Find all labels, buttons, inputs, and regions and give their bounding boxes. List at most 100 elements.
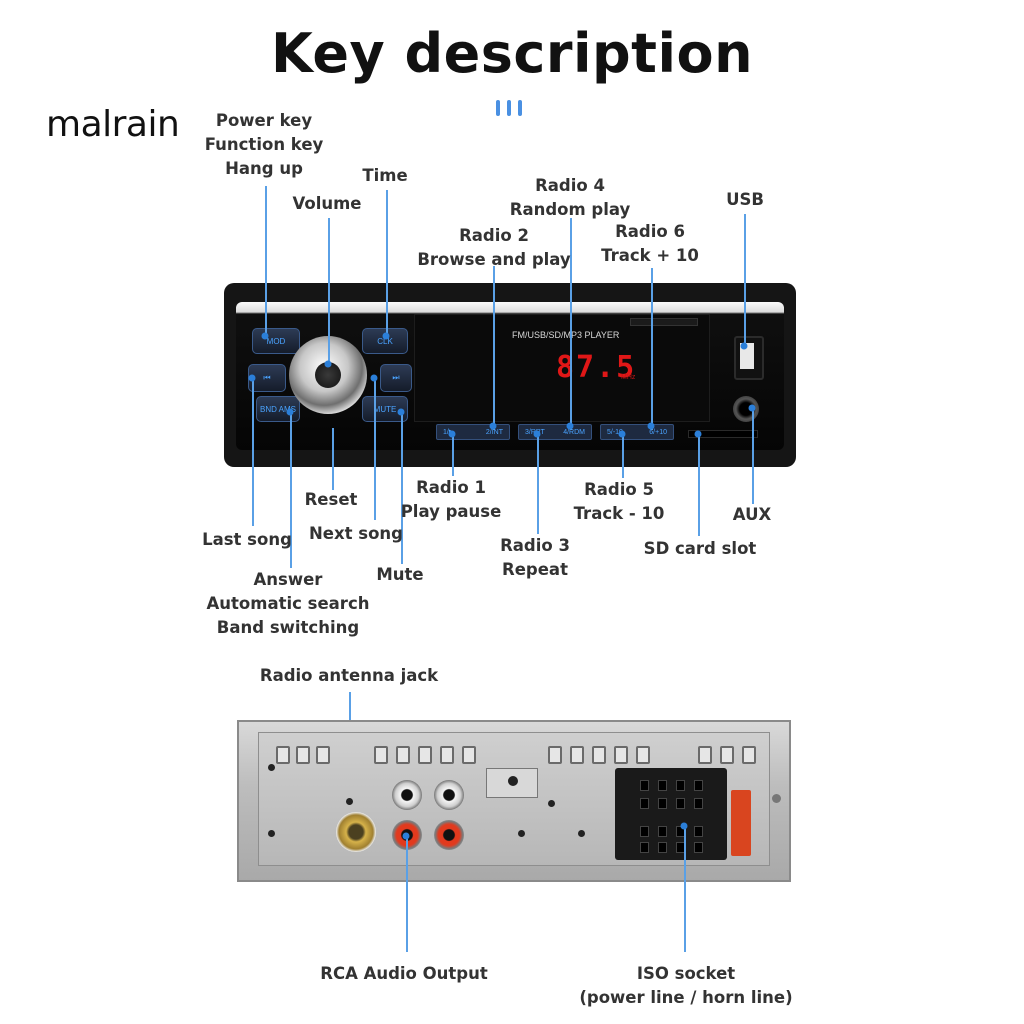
vent <box>548 746 562 764</box>
marker-time <box>382 332 390 340</box>
usb-port-contact <box>740 343 754 369</box>
iso-pin <box>694 780 703 791</box>
marker-rca <box>402 832 410 840</box>
marker-power <box>261 332 269 340</box>
marker-radio2 <box>489 422 497 430</box>
rca-left-white[interactable] <box>392 780 422 810</box>
vent <box>276 746 290 764</box>
leader-radio6 <box>651 268 653 430</box>
leader-radio2 <box>493 266 495 430</box>
leader-answer <box>290 412 292 568</box>
label-answer: Answer Automatic search Band switching <box>206 570 370 637</box>
power-mode-button[interactable]: MOD <box>252 328 300 354</box>
iso-pin <box>640 780 649 791</box>
leader-radio4 <box>570 218 572 430</box>
marker-sd-card <box>694 430 702 438</box>
leader-mute <box>401 412 403 564</box>
decorative-dots <box>496 100 522 116</box>
label-antenna-jack: Radio antenna jack <box>259 666 439 685</box>
marker-radio5 <box>618 430 626 438</box>
marker-last-song <box>248 374 256 382</box>
leader-volume <box>328 218 330 364</box>
marker-radio6 <box>647 422 655 430</box>
prev-track-button[interactable]: ⏮ <box>248 364 286 392</box>
preset-5-6-button[interactable]: 5/-10 6/+10 <box>600 424 674 440</box>
marker-aux <box>748 404 756 412</box>
label-volume: Volume <box>292 194 362 213</box>
vent <box>698 746 712 764</box>
band-ams-button[interactable]: BND AMS <box>256 396 300 422</box>
mount-hole <box>548 800 555 807</box>
leader-radio1 <box>452 432 454 476</box>
ground-screw <box>508 776 518 786</box>
leader-power <box>265 186 267 336</box>
clock-button[interactable]: CLK <box>362 328 408 354</box>
fuse <box>731 790 751 856</box>
vent <box>440 746 454 764</box>
iso-pin <box>640 826 649 837</box>
marker-usb <box>740 342 748 350</box>
label-power-key: Power key Function key Hang up <box>204 111 324 178</box>
marker-mute <box>397 408 405 416</box>
preset-2-label: 2/INT <box>485 428 503 436</box>
leader-time <box>386 190 388 336</box>
iso-pin <box>640 798 649 809</box>
preset-4-label: 4/RDM <box>563 428 585 436</box>
vent <box>614 746 628 764</box>
next-track-button[interactable]: ⏭ <box>380 364 412 392</box>
vent <box>592 746 606 764</box>
label-radio6: Radio 6 Track + 10 <box>601 222 699 265</box>
leader-radio3 <box>537 432 539 534</box>
iso-pin <box>658 798 667 809</box>
vent <box>396 746 410 764</box>
leader-next-song <box>374 378 376 520</box>
rca-right-white[interactable] <box>434 780 464 810</box>
rca-right-red[interactable] <box>434 820 464 850</box>
iso-pin <box>694 826 703 837</box>
sd-card-slot[interactable] <box>688 430 758 438</box>
label-time: Time <box>362 166 408 185</box>
vent <box>462 746 476 764</box>
vent <box>296 746 310 764</box>
frequency-readout: 87.5 <box>556 350 637 385</box>
mount-hole <box>578 830 585 837</box>
iso-pin <box>658 826 667 837</box>
iso-pin <box>676 780 685 791</box>
label-sd-card-slot: SD card slot <box>643 539 757 558</box>
vent <box>418 746 432 764</box>
label-radio5: Radio 5 Track - 10 <box>573 480 665 523</box>
marker-answer <box>286 408 294 416</box>
iso-socket[interactable] <box>615 768 727 860</box>
side-screw <box>772 794 781 803</box>
vent <box>374 746 388 764</box>
iso-pin <box>658 842 667 853</box>
marker-next-song <box>370 374 378 382</box>
marker-iso <box>680 822 688 830</box>
leader-reset <box>332 428 334 490</box>
label-usb: USB <box>726 190 764 209</box>
label-iso-socket: ISO socket (power line / horn line) <box>579 964 793 1007</box>
label-radio4: Radio 4 Random play <box>509 176 631 219</box>
label-rca-output: RCA Audio Output <box>320 964 488 983</box>
lcd-display <box>414 314 710 422</box>
vent <box>570 746 584 764</box>
leader-usb <box>744 214 746 346</box>
radio-antenna-jack[interactable] <box>336 812 376 852</box>
label-radio2: Radio 2 Browse and play <box>417 226 571 269</box>
preset-1-2-button[interactable]: 1/▶ 2/INT <box>436 424 510 440</box>
leader-rca <box>406 836 408 952</box>
iso-pin <box>694 842 703 853</box>
preset-3-4-button[interactable]: 3/RPT 4/RDM <box>518 424 592 440</box>
preset-5-label: 5/-10 <box>607 428 623 436</box>
mount-hole <box>268 764 275 771</box>
vent <box>636 746 650 764</box>
label-mute: Mute <box>376 565 424 584</box>
iso-pin <box>658 780 667 791</box>
leader-last-song <box>252 378 254 526</box>
label-aux: AUX <box>732 505 772 524</box>
vent <box>720 746 734 764</box>
label-radio3: Radio 3 Repeat <box>500 536 570 579</box>
label-next-song: Next song <box>309 524 403 543</box>
label-reset: Reset <box>304 490 358 509</box>
marker-volume <box>324 360 332 368</box>
